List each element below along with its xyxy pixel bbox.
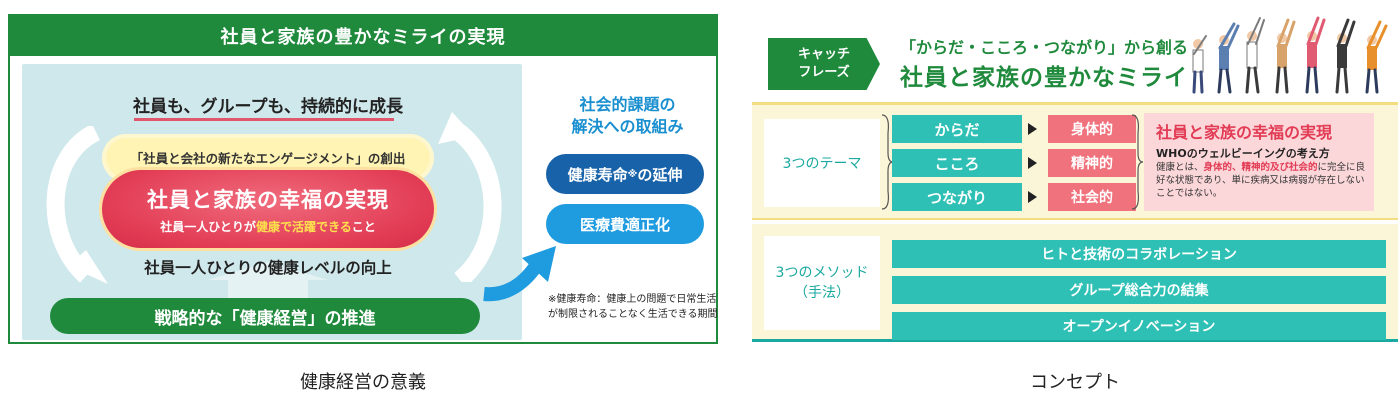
health-management-panel: 社員と家族の豊かなミライの実現 社員も、グループも、持続的に成長 「社員と会社の… (8, 14, 718, 344)
theme-tsunagari: つながり (892, 183, 1022, 211)
method-open-innovation: オープンイノベーション (892, 312, 1386, 340)
stretching-people-illustration (1192, 16, 1388, 94)
arrow-right-icon (1028, 191, 1037, 203)
method-collaboration: ヒトと技術のコラボレーション (892, 240, 1386, 268)
strategic-bar: 戦略的な「健康経営」の推進 (50, 298, 480, 334)
arrow-right-icon (1028, 157, 1037, 169)
happiness-subtitle: 社員一人ひとりが健康で活躍できること (160, 220, 376, 234)
engagement-text: 「社員と会社の新たなエンゲージメント」の創出 (130, 151, 406, 166)
happiness-title: 社員と家族の幸福の実現 (147, 188, 389, 212)
cycle-arrow-right-icon (438, 112, 502, 282)
upward-arrow-icon (208, 262, 328, 302)
wellbeing-mental: 精神的 (1048, 149, 1136, 177)
methods-label: 3つのメソッド（手法） (764, 236, 880, 330)
growth-underline (134, 118, 394, 121)
medical-cost-badge: 医療費適正化 (546, 204, 704, 244)
growth-heading: 社員も、グループも、持続的に成長 (133, 97, 403, 117)
footnote: ※健康寿命：健康上の問題で日常生活が制限されることなく生活できる期間 (548, 294, 718, 320)
theme-karada: からだ (892, 115, 1022, 143)
who-title: 社員と家族の幸福の実現 (1156, 123, 1333, 142)
catchphrase-row: キャッチフレーズ 「からだ・こころ・つながり」から創る 社員と家族の豊かなミライ (752, 10, 1398, 98)
healthy-life-extension-badge: 健康寿命※の延伸 (546, 154, 704, 194)
highlight-text: 健康で活躍できる (255, 220, 352, 234)
panel-header: 社員と家族の豊かなミライの実現 (10, 16, 716, 56)
caption-left: 健康経営の意義 (300, 372, 426, 393)
wellbeing-physical: 身体的 (1048, 115, 1136, 143)
who-description: 健康とは、身体的、精神的及び社会的に完全に良好な状態であり、単に疾病又は病弱が存… (1156, 162, 1366, 199)
themes-row: 3つのテーマ からだ こころ つながり 身体的 精神的 社会的 社員と家族の幸福… (752, 102, 1398, 220)
cycle-arrow-left-icon (46, 126, 108, 284)
method-group-synergy: グループ総合力の結集 (892, 276, 1386, 304)
themes-label: 3つのテーマ (764, 119, 880, 207)
arrow-right-icon (1028, 123, 1037, 135)
happiness-pill (102, 170, 434, 248)
catchphrase-tab: キャッチフレーズ (768, 38, 880, 90)
wellbeing-social: 社会的 (1048, 183, 1136, 211)
who-subtitle: WHOのウェルビーイングの考え方 (1156, 147, 1330, 160)
theme-kokoro: こころ (892, 149, 1022, 177)
blue-curved-arrow-icon (483, 246, 556, 302)
catchphrase-line2: 社員と家族の豊かなミライ (900, 65, 1188, 91)
health-level-text: 社員一人ひとりの健康レベルの向上 (144, 259, 392, 277)
social-issues-title: 社会的課題の 解決への取組み (571, 95, 684, 136)
concept-panel: キャッチフレーズ 「からだ・こころ・つながり」から創る 社員と家族の豊かなミライ (752, 10, 1398, 342)
catchphrase-line1: 「からだ・こころ・つながり」から創る (900, 38, 1189, 57)
who-box (1144, 113, 1374, 211)
caption-right: コンセプト (1030, 372, 1120, 393)
methods-row: 3つのメソッド（手法） ヒトと技術のコラボレーション グループ総合力の結集 オー… (752, 224, 1398, 342)
bracket-right-icon (1131, 114, 1144, 210)
